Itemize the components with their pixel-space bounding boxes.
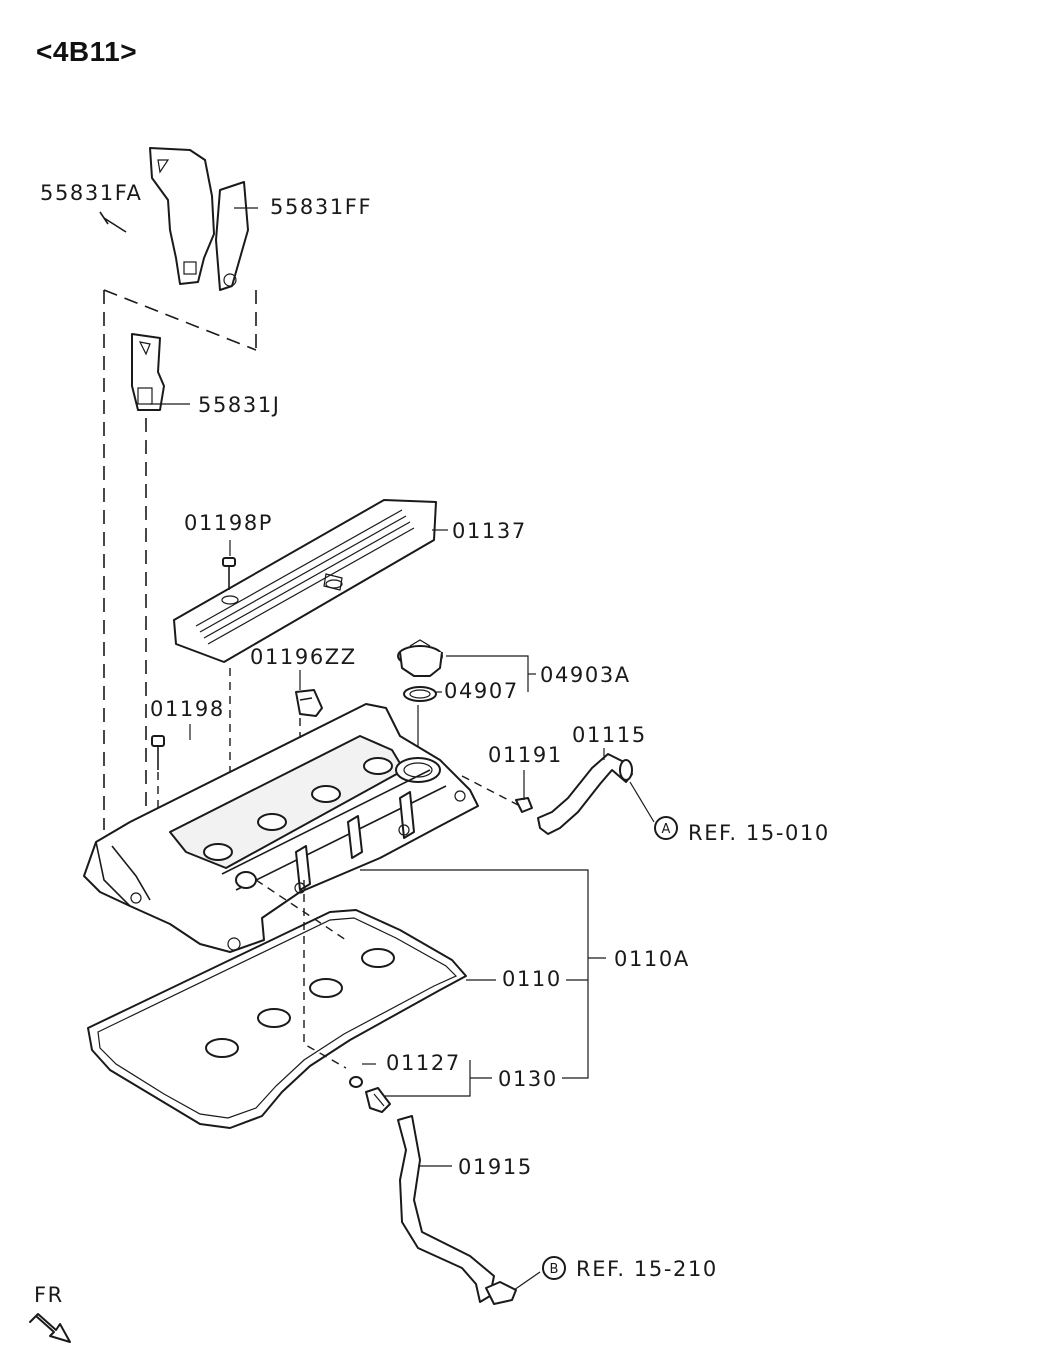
front-label: FR <box>34 1283 64 1307</box>
label-0110a: 0110A <box>614 947 690 971</box>
label-01127: 01127 <box>386 1051 461 1075</box>
label-01191: 01191 <box>488 743 563 767</box>
ref-a: A REF. 15-010 <box>654 816 830 845</box>
label-01196zz: 01196ZZ <box>250 645 357 669</box>
label-01115: 01115 <box>572 723 647 747</box>
model-title: <4B11> <box>36 36 138 67</box>
front-arrow-icon <box>29 1313 71 1343</box>
label-04907: 04907 <box>444 679 519 703</box>
ref-b-marker-circle <box>542 1256 566 1280</box>
ornament-cover-shape <box>173 499 437 663</box>
oil-cap-gasket-shape <box>403 686 437 702</box>
label-01137: 01137 <box>452 519 527 543</box>
bracket-55831j-shape <box>131 333 165 411</box>
label-01198: 01198 <box>150 697 225 721</box>
label-01198p: 01198P <box>184 511 273 535</box>
pcv-hose-shape <box>397 1115 517 1305</box>
rocker-cover-gasket-shape <box>87 909 467 1129</box>
label-04903a: 04903A <box>540 663 631 687</box>
pcv-valve-shape <box>365 1087 391 1113</box>
ref-a-marker: A <box>662 822 671 837</box>
label-01915: 01915 <box>458 1155 533 1179</box>
oil-cap-shape <box>397 639 443 677</box>
pcv-gasket-shape <box>349 1076 363 1088</box>
ref-a-text: REF. 15-010 <box>688 821 830 845</box>
ref-b: B REF. 15-210 <box>542 1256 718 1281</box>
front-direction-indicator: FR <box>29 1283 71 1343</box>
bolt-55831fa-shape <box>99 211 127 233</box>
bolt-01198-shape <box>151 735 165 770</box>
ref-b-text: REF. 15-210 <box>576 1257 718 1281</box>
label-0130: 0130 <box>498 1067 558 1091</box>
ref-b-marker: B <box>550 1262 559 1277</box>
bracket-55831ff-shape <box>215 181 249 291</box>
ref-a-marker-circle <box>654 816 678 840</box>
clip-01196zz-shape <box>295 689 323 717</box>
bracket-55831fa-shape <box>149 147 215 285</box>
label-55831ff: 55831FF <box>270 195 372 219</box>
label-55831j: 55831J <box>198 393 281 417</box>
rocker-cover-shape <box>83 703 479 953</box>
label-0110: 0110 <box>502 967 562 991</box>
breather-hose-shape <box>537 753 633 835</box>
label-55831fa: 55831FA <box>40 181 143 205</box>
bolt-01198p-shape <box>222 557 236 590</box>
